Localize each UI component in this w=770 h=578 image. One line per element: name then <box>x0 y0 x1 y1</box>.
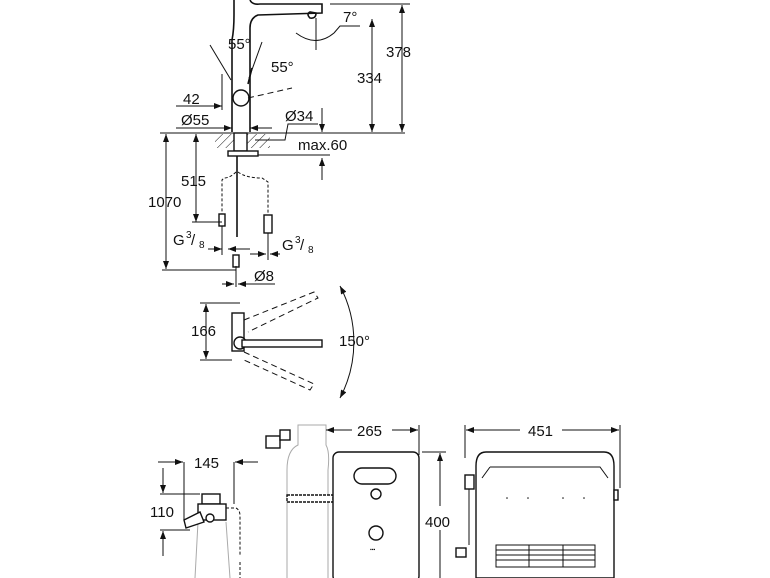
svg-text:▪▪▪: ▪▪▪ <box>370 547 376 553</box>
chiller-side-body <box>475 451 615 578</box>
dim-chiller-height: 400 <box>425 514 450 531</box>
dim-filter-height: 110 <box>150 504 174 521</box>
valve-right <box>263 214 273 234</box>
filter-head <box>201 493 221 505</box>
svg-text:G: G <box>282 237 294 254</box>
dim-total-height: 378 <box>386 44 411 61</box>
dim-max-countertop: max.60 <box>298 137 347 154</box>
dim-hole-diameter: Ø34 <box>285 108 313 125</box>
hoses <box>221 171 269 230</box>
power-connector <box>464 474 475 490</box>
filter-bracket <box>183 511 205 529</box>
cylinder-strap <box>286 494 334 503</box>
dim-shank-length: 515 <box>181 173 206 190</box>
mount-nut <box>227 150 259 157</box>
svg-text:8: 8 <box>308 245 314 256</box>
dim-chiller-depth: 265 <box>357 423 382 440</box>
dim-hose-length: 1070 <box>148 194 181 211</box>
svg-text:8: 8 <box>199 240 205 251</box>
filter-unit: 145 110 <box>150 455 258 578</box>
co2-cylinder <box>286 424 330 578</box>
svg-text:3: 3 <box>295 235 301 246</box>
dim-connection-right: G 3 / 8 <box>282 235 314 256</box>
svg-text:/: / <box>191 232 196 249</box>
faucet-side-view: 378 334 7° 55° 55° 42 Ø55 Ø34 max.60 515… <box>148 0 411 287</box>
dim-base-diameter: Ø55 <box>181 112 209 129</box>
chiller-display <box>353 467 397 485</box>
chiller-body <box>332 451 420 578</box>
dim-spout-height: 334 <box>357 70 382 87</box>
shank <box>233 132 248 152</box>
connector-left <box>218 213 226 227</box>
co2-regulator <box>265 435 281 449</box>
svg-text:3: 3 <box>186 230 192 241</box>
chiller-logo <box>368 525 384 541</box>
chiller-button <box>370 488 382 500</box>
dim-lever-angle-front: 55° <box>228 36 251 53</box>
dim-filter-width: 145 <box>194 455 219 472</box>
swivel-arc <box>339 285 355 399</box>
svg-text:/: / <box>300 237 305 254</box>
svg-text:G: G <box>173 232 185 249</box>
dim-chiller-width: 451 <box>528 423 553 440</box>
dim-spout-angle: 7° <box>343 9 357 26</box>
dim-connection-left: G 3 / 8 <box>173 230 205 251</box>
chiller-side-view: 451 <box>455 423 621 578</box>
vent-grille <box>495 544 596 568</box>
faucet-top-view: 166 150° <box>191 285 370 399</box>
dim-lever-offset: 42 <box>183 91 200 108</box>
power-plug <box>455 547 467 558</box>
dim-swivel-angle: 150° <box>339 333 370 350</box>
spout-aerator <box>307 11 317 19</box>
spout-top <box>241 339 323 348</box>
lever-hub <box>232 89 250 107</box>
chiller-front-view: ▪▪▪ 265 400 <box>265 423 450 578</box>
dim-lever-angle-side: 55° <box>271 59 294 76</box>
faucet-body <box>231 0 323 132</box>
dim-projection: 166 <box>191 323 216 340</box>
dim-pipe-diameter: Ø8 <box>254 268 274 285</box>
pipe-fitting <box>232 254 240 268</box>
